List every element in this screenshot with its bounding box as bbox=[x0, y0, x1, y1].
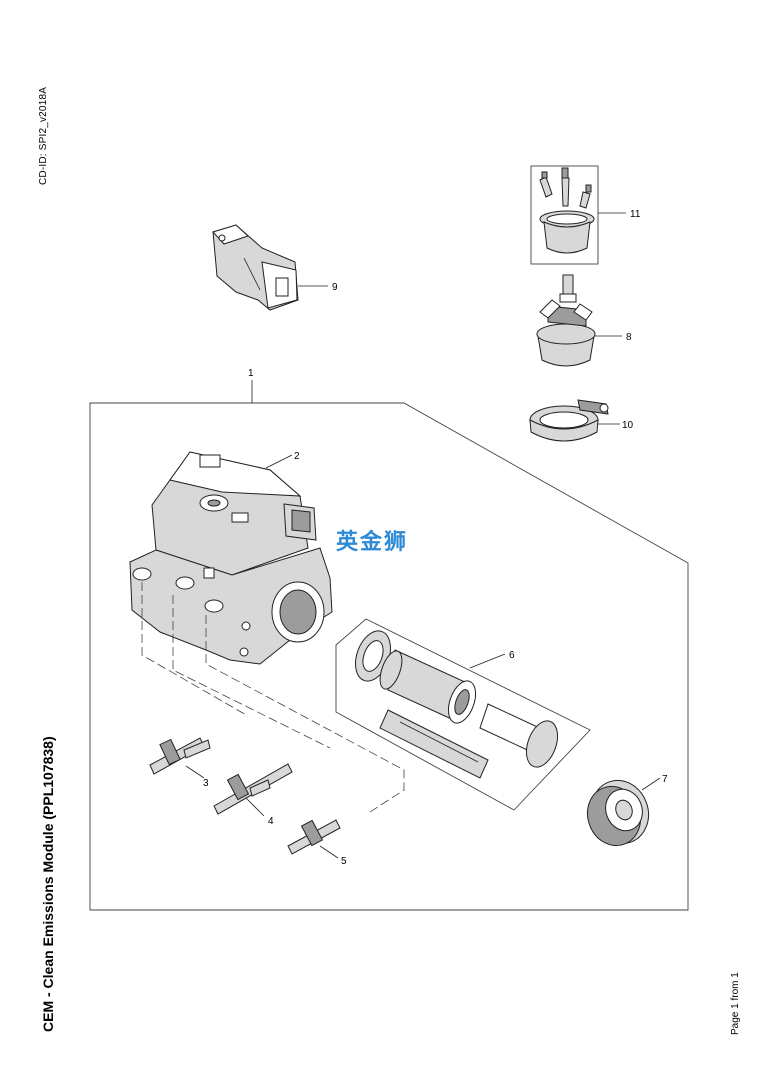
callout-4: 4 bbox=[268, 816, 274, 827]
part-4-pipe bbox=[213, 763, 293, 815]
callout-11: 11 bbox=[630, 209, 641, 220]
part-7-gear bbox=[587, 779, 649, 847]
part-5-pipe bbox=[287, 819, 341, 855]
part-8-sensor bbox=[536, 274, 596, 367]
callout-8: 8 bbox=[626, 332, 632, 343]
callout-7: 7 bbox=[662, 774, 668, 785]
callout-3: 3 bbox=[203, 778, 209, 789]
callout-10: 10 bbox=[622, 420, 634, 431]
callout-5: 5 bbox=[341, 856, 347, 867]
part-2-module-body bbox=[129, 451, 333, 665]
part-3-pipe bbox=[149, 737, 211, 775]
callout-1: 1 bbox=[248, 368, 254, 379]
callout-9: 9 bbox=[332, 282, 338, 293]
part-9-sensor bbox=[212, 224, 299, 311]
part-6-filter-kit bbox=[335, 618, 591, 811]
callout-6: 6 bbox=[509, 650, 515, 661]
part-10-clamp bbox=[529, 399, 609, 442]
part-11-kit bbox=[530, 165, 599, 265]
watermark-logo: 英金狮 bbox=[336, 530, 409, 555]
callout-2: 2 bbox=[294, 451, 300, 462]
assembly-frame bbox=[89, 402, 689, 911]
